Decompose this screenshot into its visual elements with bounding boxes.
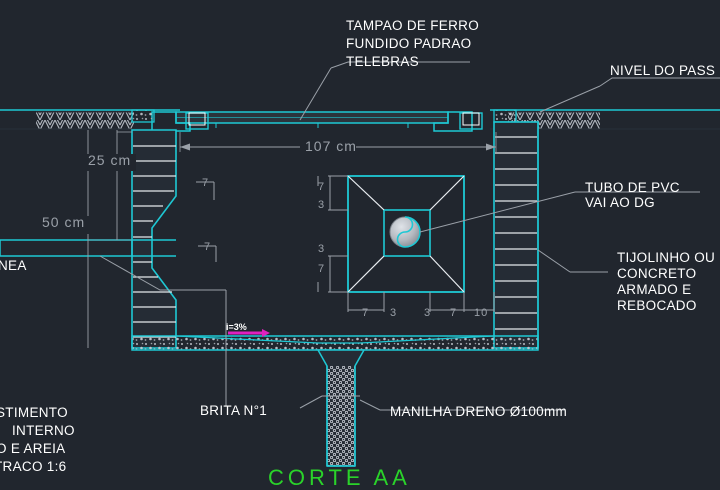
- floor-slab: [131, 335, 539, 351]
- label-cover-line1: TAMPAO DE FERRO: [346, 18, 480, 33]
- dimension-depth-lower-text: 50 cm: [42, 214, 86, 230]
- label-slope: i=3%: [226, 322, 247, 332]
- label-pvc-pipe-line2: VAI AO DG: [585, 195, 655, 210]
- label-internal-render-line4: TRACO 1:6: [0, 459, 67, 474]
- dimension-v-tick-0: 7: [318, 181, 326, 193]
- dimension-wall-thickness-upper: 7: [202, 177, 210, 189]
- label-wall-material-line3: ARMADO E: [617, 282, 692, 297]
- dimension-inner-horizontal: [347, 292, 495, 312]
- dimension-v-tick-2: 3: [318, 243, 326, 255]
- dimension-v-tick-3: 7: [318, 263, 326, 275]
- label-cover-line2: FUNDIDO PADRAO: [346, 36, 472, 51]
- dimension-depths: [40, 130, 136, 348]
- dimension-wall-thickness-lower: 7: [204, 241, 212, 253]
- label-internal-render-line2: INTERNO: [12, 423, 75, 438]
- pvc-pipe-end: [389, 216, 421, 248]
- label-drain-pipe: MANILHA DRENO Ø100mm: [390, 404, 568, 419]
- label-section-title: CORTE AA: [268, 465, 411, 490]
- label-wall-material-line1: TIJOLINHO OU: [617, 250, 716, 265]
- right-wall-masonry: [493, 121, 539, 349]
- label-cover-line3: TELEBRAS: [346, 54, 419, 69]
- dimension-h-tick-0: 7: [362, 307, 370, 319]
- center-sump-box: [347, 175, 465, 293]
- leader-lines: [99, 61, 720, 411]
- cad-vector-layer: [0, 61, 720, 467]
- label-pvc-pipe-line1: TUBO DE PVC: [585, 180, 680, 195]
- dimension-wall-thickness: [196, 181, 217, 262]
- dimension-depth-upper-text: 25 cm: [88, 152, 132, 168]
- cad-drawing-canvas: TAMPAO DE FERRO FUNDIDO PADRAO TELEBRAS …: [0, 18, 720, 489]
- label-internal-render-line1: STIMENTO: [0, 405, 68, 420]
- label-internal-render-line3: O E AREIA: [0, 441, 66, 456]
- label-buried-line: NEA: [0, 258, 27, 273]
- cover-slab: [131, 109, 517, 132]
- label-wall-material-line2: CONCRETO: [617, 266, 697, 281]
- label-gravel: BRITA N°1: [200, 403, 268, 418]
- ground-surface: [0, 109, 720, 130]
- dimension-h-tick-1: 3: [390, 307, 398, 319]
- drain-pipe: [316, 349, 366, 467]
- dimension-h-tick-3: 7: [450, 307, 458, 319]
- label-wall-material-line4: REBOCADO: [617, 298, 697, 313]
- slope-arrow: [228, 329, 270, 337]
- dimension-h-tick-2: 3: [424, 307, 432, 319]
- label-ground-level: NIVEL DO PASS: [610, 63, 716, 78]
- dimension-inner-vertical: [317, 175, 348, 293]
- dimension-overall-width-text: 107 cm: [305, 138, 357, 154]
- dimension-v-tick-1: 3: [318, 199, 326, 211]
- dimension-offset-right: 10: [474, 307, 489, 319]
- dimension-overall-width: [179, 132, 497, 154]
